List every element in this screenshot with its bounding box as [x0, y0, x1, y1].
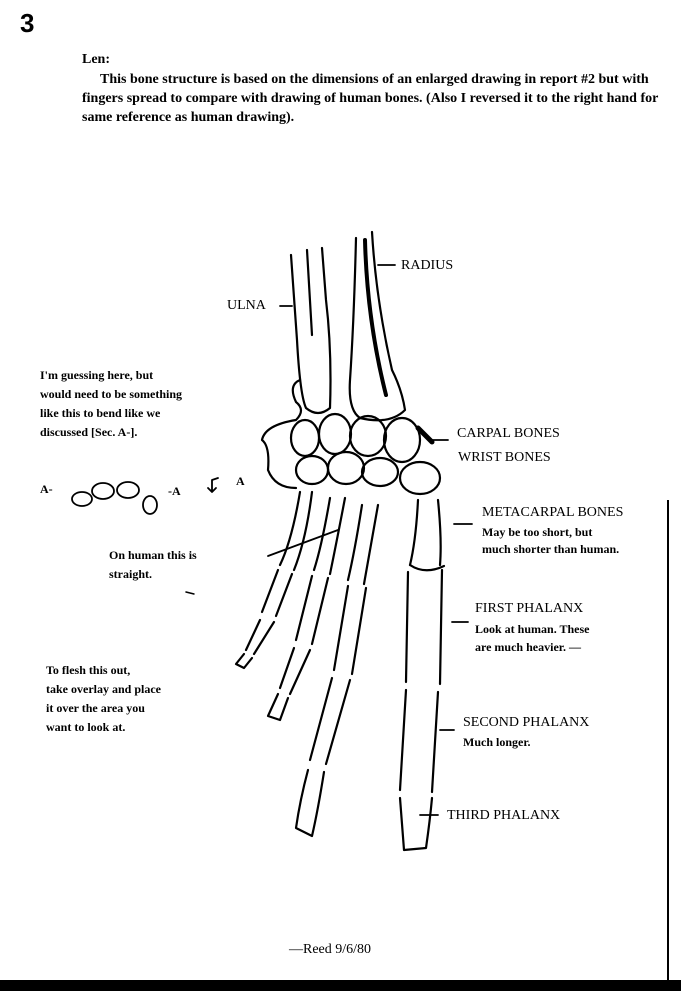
label-wrist-bones: WRIST BONES: [458, 450, 551, 465]
page-edge-bottom: [0, 980, 681, 991]
label-carpal-bones: CARPAL BONES: [457, 426, 560, 441]
page-number: 3: [20, 8, 35, 38]
first-phalanx-note-1: Look at human. These: [475, 622, 590, 636]
second-phalanx-note: Much longer.: [463, 735, 531, 749]
carpal-bones: [289, 412, 442, 496]
section-arrow-label: A: [236, 474, 245, 488]
speculative-joint-outline: [260, 378, 303, 490]
label-metacarpal-bones: METACARPAL BONES: [482, 505, 624, 520]
label-second-phalanx: SECOND PHALANX: [463, 715, 590, 730]
label-ulna: ULNA: [227, 298, 266, 313]
note-guessing: I'm guessing here, but would need to be …: [40, 368, 183, 439]
metacarpal-bones: [278, 490, 446, 586]
label-radius: RADIUS: [401, 258, 454, 273]
finger-ring: [294, 584, 368, 838]
first-phalanx-note-2: are much heavier. —: [475, 640, 581, 654]
metacarpal-note-1: May be too short, but: [482, 525, 593, 539]
section-ovals: [71, 477, 219, 515]
note-human-straight: On human this is straight.: [109, 548, 197, 581]
page-edge-right: [667, 500, 669, 982]
note-flesh-out: To flesh this out, take overlay and plac…: [46, 663, 161, 734]
finger-index: [234, 568, 294, 670]
note-salutation: Len:: [82, 52, 110, 67]
note-body: This bone structure is based on the dime…: [82, 72, 659, 125]
ulna-bone: [289, 246, 332, 415]
label-third-phalanx: THIRD PHALANX: [447, 808, 561, 823]
label-first-phalanx: FIRST PHALANX: [475, 601, 584, 616]
metacarpal-note-2: much shorter than human.: [482, 542, 620, 556]
radius-bone: [348, 230, 407, 422]
finger-long: [398, 568, 444, 852]
signature: —Reed 9/6/80: [289, 942, 372, 957]
section-mark-right: -A: [168, 484, 181, 498]
finger-middle: [266, 574, 330, 722]
label-leaders: [267, 264, 473, 816]
section-mark-left: A-: [40, 482, 53, 496]
